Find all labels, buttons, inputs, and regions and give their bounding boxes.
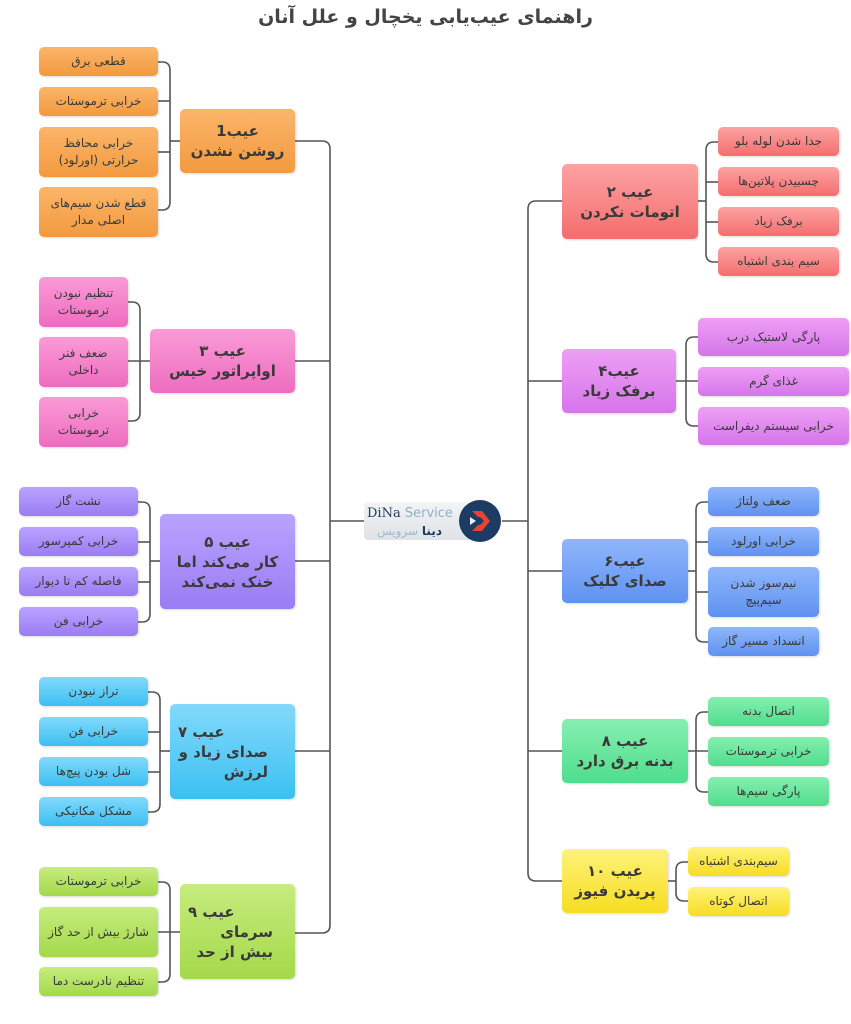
- fault-4-cause[interactable]: خرابی سیستم دیفراست: [698, 407, 849, 445]
- fault-5-cause[interactable]: خرابی کمپرسور: [19, 527, 138, 556]
- fault-3-cause[interactable]: ضعف فنر داخلی: [39, 337, 128, 387]
- fault-6-cause[interactable]: انسداد مسیر گاز: [708, 627, 819, 656]
- fault-2-cause[interactable]: سیم بندی اشتباه: [718, 247, 839, 276]
- fault-9-cause[interactable]: تنظیم نادرست دما: [39, 967, 158, 996]
- fault-8-name: بدنه برق دارد: [576, 752, 674, 770]
- fault-8-cause[interactable]: اتصال بدنه: [708, 697, 829, 726]
- logo-english-text: DiNa Service: [367, 506, 453, 521]
- fault-1-cause[interactable]: قطع شدن سیم‌های اصلی مدار: [39, 187, 158, 237]
- fault-7-cause[interactable]: خرابی فن: [39, 717, 148, 746]
- fault-10-cause[interactable]: سیم‌بندی اشتباه: [688, 847, 789, 876]
- fault-6-cause[interactable]: ضعف ولتاژ: [708, 487, 819, 516]
- fault-7-title: عیب ۷: [178, 722, 225, 741]
- fault-10-cause[interactable]: اتصال کوتاه: [688, 887, 789, 916]
- fault-6-name: صدای کلیک: [583, 572, 667, 590]
- fault-1-node[interactable]: عیب1 روشن نشدن: [180, 109, 295, 173]
- fault-1-title: عیب1: [216, 122, 259, 140]
- fault-2-cause[interactable]: جدا شدن لوله بلو: [718, 127, 839, 156]
- center-logo: DiNa Service دینا سرویس: [364, 499, 502, 543]
- fault-6-node[interactable]: عیب۶ صدای کلیک: [562, 539, 688, 603]
- logo-box: DiNa Service دینا سرویس: [364, 502, 474, 540]
- fault-7-cause[interactable]: شل بودن پیچ‌ها: [39, 757, 148, 786]
- fault-10-title: عیب ۱۰: [587, 862, 643, 880]
- fault-3-name: اواپراتور خیس: [169, 362, 276, 380]
- fault-3-title: عیب ۳: [199, 342, 246, 360]
- fault-4-cause[interactable]: پارگی لاستیک درب: [698, 318, 849, 356]
- fault-7-cause[interactable]: مشکل مکانیکی: [39, 797, 148, 826]
- fault-4-cause[interactable]: غذای گرم: [698, 367, 849, 396]
- logo-fa-secondary: سرویس: [376, 524, 422, 538]
- fault-9-cause[interactable]: شارژ بیش از حد گاز: [39, 907, 158, 957]
- fault-6-cause[interactable]: خرابی اورلود: [708, 527, 819, 556]
- fault-6-cause[interactable]: نیم‌سوز شدن سیم‌پیچ: [708, 567, 819, 617]
- fault-1-name: روشن نشدن: [190, 142, 285, 160]
- fault-9-node[interactable]: عیب ۹ سرمای بیش از حد: [180, 884, 295, 979]
- dina-logo-icon: [459, 500, 501, 542]
- fault-9-title: عیب ۹: [188, 902, 235, 921]
- fault-9-name: سرمای بیش از حد: [196, 922, 273, 961]
- fault-3-cause[interactable]: خرابی ترموستات: [39, 397, 128, 447]
- logo-persian-text: دینا سرویس: [377, 524, 442, 538]
- fault-5-cause[interactable]: نشت گاز: [19, 487, 138, 516]
- fault-8-title: عیب ۸: [601, 732, 649, 750]
- fault-2-title: عیب ۲: [606, 182, 654, 201]
- fault-8-cause[interactable]: خرابی ترموستات: [708, 737, 829, 766]
- fault-9-cause[interactable]: خرابی ترموستات: [39, 867, 158, 896]
- fault-5-name: کار می‌کند اما خنک نمی‌کند: [176, 552, 279, 591]
- logo-fa-primary: دینا: [421, 524, 442, 538]
- fault-4-name: برفک زیاد: [582, 382, 656, 400]
- fault-1-cause[interactable]: خرابی ترموستات: [39, 87, 158, 116]
- fault-5-node[interactable]: عیب ۵ کار می‌کند اما خنک نمی‌کند: [160, 514, 295, 609]
- fault-1-cause[interactable]: خرابی محافظ حرارتی (اورلود): [39, 127, 158, 177]
- page-title: راهنمای عیب‌یابی یخچال و علل آنان: [258, 6, 593, 28]
- fault-3-cause[interactable]: تنظیم نبودن ترموستات: [39, 277, 128, 327]
- fault-10-node[interactable]: عیب ۱۰ پریدن فیوز: [562, 849, 668, 913]
- fault-10-name: پریدن فیوز: [574, 882, 656, 900]
- fault-7-node[interactable]: عیب ۷ صدای زیاد و لرزش: [170, 704, 295, 799]
- fault-2-cause[interactable]: چسبیدن پلاتین‌ها: [718, 167, 839, 196]
- fault-3-node[interactable]: عیب ۳ اواپراتور خیس: [150, 329, 295, 393]
- fault-5-title: عیب ۵: [204, 532, 251, 551]
- fault-1-cause[interactable]: قطعی برق: [39, 47, 158, 76]
- fault-8-cause[interactable]: پارگی سیم‌ها: [708, 777, 829, 806]
- logo-en-primary: DiNa: [367, 506, 401, 521]
- logo-en-secondary: Service: [400, 506, 453, 521]
- fault-5-cause[interactable]: خرابی فن: [19, 607, 138, 636]
- fault-2-node[interactable]: عیب ۲ اتومات نکردن: [562, 164, 698, 239]
- fault-4-node[interactable]: عیب۴ برفک زیاد: [562, 349, 676, 413]
- fault-4-title: عیب۴: [598, 362, 640, 380]
- fault-5-cause[interactable]: فاصله کم تا دیوار: [19, 567, 138, 596]
- fault-7-cause[interactable]: تراز نبودن: [39, 677, 148, 706]
- fault-7-name: صدای زیاد و لرزش: [178, 742, 268, 781]
- fault-6-title: عیب۶: [604, 552, 646, 570]
- fault-8-node[interactable]: عیب ۸ بدنه برق دارد: [562, 719, 688, 783]
- fault-2-cause[interactable]: برفک زیاد: [718, 207, 839, 236]
- fault-2-name: اتومات نکردن: [580, 202, 680, 221]
